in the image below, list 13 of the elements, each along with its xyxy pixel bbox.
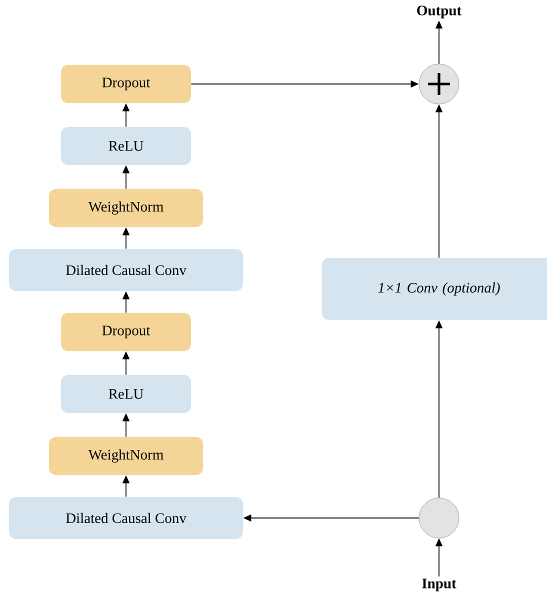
layer-box: WeightNorm [49, 189, 203, 227]
node-label: Output [417, 6, 462, 18]
branch-circle [418, 498, 460, 538]
layer-box: Dropout [61, 65, 191, 103]
layer-box: ReLU [61, 375, 191, 413]
layer-box: WeightNorm [49, 437, 203, 475]
layer-box: ReLU [61, 127, 191, 165]
layer-box: Dilated Causal Conv [9, 497, 243, 539]
layer-box: Dropout [61, 313, 191, 351]
sum-circle [418, 64, 460, 104]
node-label: Input [422, 578, 456, 592]
layer-box: 1×1 Conv (optional) [322, 258, 547, 320]
layer-box: Dilated Causal Conv [9, 249, 243, 291]
